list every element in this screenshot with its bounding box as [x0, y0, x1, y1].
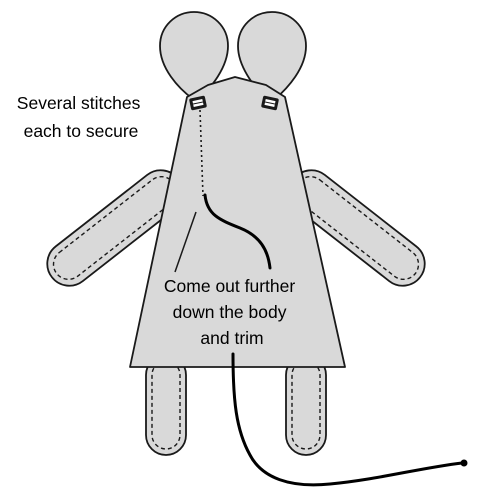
thread-trailing	[233, 354, 462, 485]
needle-tip	[461, 460, 468, 467]
annotation-come-out-line-2: down the body	[173, 302, 287, 322]
annotation-come-out-line-1: Come out further	[164, 276, 295, 296]
right-leg	[286, 355, 326, 455]
annotation-stitches-line-1: Several stitches	[17, 93, 141, 113]
doll-body	[130, 77, 345, 367]
left-leg	[146, 355, 186, 455]
annotation-stitches-line-2: each to secure	[24, 121, 139, 141]
annotation-come-out-line-3: and trim	[200, 328, 263, 348]
annotation-stitches: Several stitches each to secure	[17, 93, 145, 141]
